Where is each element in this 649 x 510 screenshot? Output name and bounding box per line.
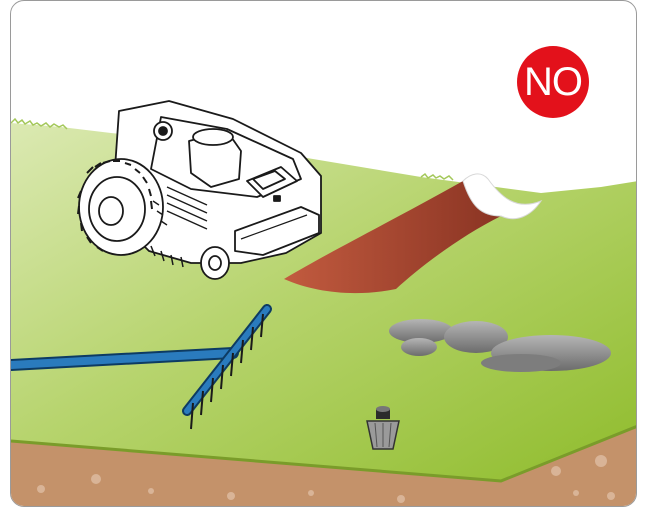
sprinkler-icon: [366, 406, 400, 450]
rocks-icon: [389, 319, 611, 372]
lawn-scene: [11, 100, 636, 506]
no-badge: NO: [517, 46, 589, 118]
illustration-frame: NO: [10, 0, 637, 507]
robot-lawnmower-icon: [77, 100, 322, 280]
peeled-turf-icon: [284, 173, 543, 294]
rake-icon: [11, 304, 272, 430]
soil-edge: [11, 426, 636, 506]
